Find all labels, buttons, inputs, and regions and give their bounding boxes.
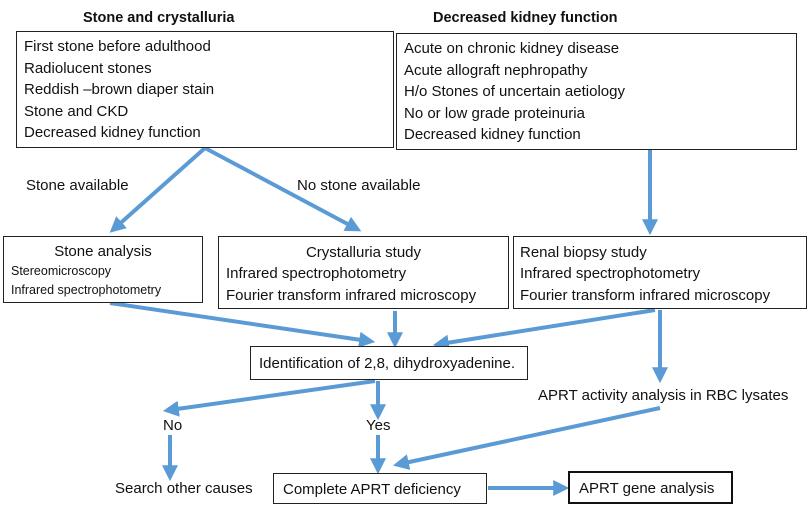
identification-text: Identification of 2,8, dihydroxyadenine. [259, 355, 516, 372]
renal-biopsy-method: Infrared spectrophotometry [520, 265, 701, 282]
label-stone-available: Stone available [26, 177, 129, 194]
arrow-aprt-to-deficiency [392, 406, 661, 470]
complete-deficiency-text: Complete APRT deficiency [283, 481, 461, 498]
criterion-item: Decreased kidney function [24, 124, 201, 141]
box-decreased-kidney-function: Acute on chronic kidney disease Acute al… [396, 33, 797, 150]
crystalluria-study-method: Infrared spectrophotometry [226, 265, 407, 282]
box-complete-aprt-deficiency: Complete APRT deficiency [273, 473, 487, 504]
label-no: No [163, 417, 183, 434]
crystalluria-study-method: Fourier transform infrared microscopy [226, 286, 477, 304]
label-yes: Yes [366, 417, 391, 434]
label-aprt-activity-analysis: APRT activity analysis in RBC lysates [538, 387, 789, 404]
renal-biopsy-method: Fourier transform infrared microscopy [520, 286, 771, 304]
arrow-identification-to-no [162, 379, 376, 417]
criterion-item: Radiolucent stones [24, 59, 152, 77]
box-stone-analysis: Stone analysis Stereomicroscopy Infrared… [3, 236, 203, 303]
label-no-stone-available: No stone available [297, 177, 421, 194]
box-aprt-gene-analysis: APRT gene analysis [568, 471, 733, 504]
crystalluria-study-title: Crystalluria study [305, 244, 422, 261]
criterion-item: Acute allograft nephropathy [404, 61, 588, 79]
gene-analysis-text: APRT gene analysis [579, 480, 715, 497]
header-stone-crystalluria: Stone and crystalluria [83, 10, 235, 26]
criterion-item: First stone before adulthood [24, 38, 211, 55]
criterion-item: Acute on chronic kidney disease [404, 40, 620, 57]
label-search-other-causes: Search other causes [115, 480, 253, 497]
header-decreased-kidney-function: Decreased kidney function [433, 10, 618, 26]
criterion-item: H/o Stones of uncertain aetiology [404, 83, 625, 100]
stone-analysis-title: Stone analysis [54, 243, 152, 260]
box-crystalluria-study: Crystalluria study Infrared spectrophoto… [218, 236, 509, 309]
stone-analysis-method: Stereomicroscopy [11, 264, 112, 278]
arrow-biopsy-to-identification [432, 308, 656, 351]
criterion-item: No or low grade proteinuria [404, 104, 585, 122]
criterion-item: Decreased kidney function [404, 126, 581, 143]
criterion-item: Stone and CKD [24, 102, 129, 120]
stone-analysis-method: Infrared spectrophotometry [11, 283, 162, 297]
box-identification-dha: Identification of 2,8, dihydroxyadenine. [250, 346, 528, 380]
criterion-item: Reddish –brown diaper stain [24, 81, 215, 98]
box-renal-biopsy-study: Renal biopsy study Infrared spectrophoto… [513, 236, 807, 309]
box-stone-crystalluria: First stone before adulthood Radiolucent… [16, 31, 394, 148]
renal-biopsy-title: Renal biopsy study [520, 244, 647, 261]
